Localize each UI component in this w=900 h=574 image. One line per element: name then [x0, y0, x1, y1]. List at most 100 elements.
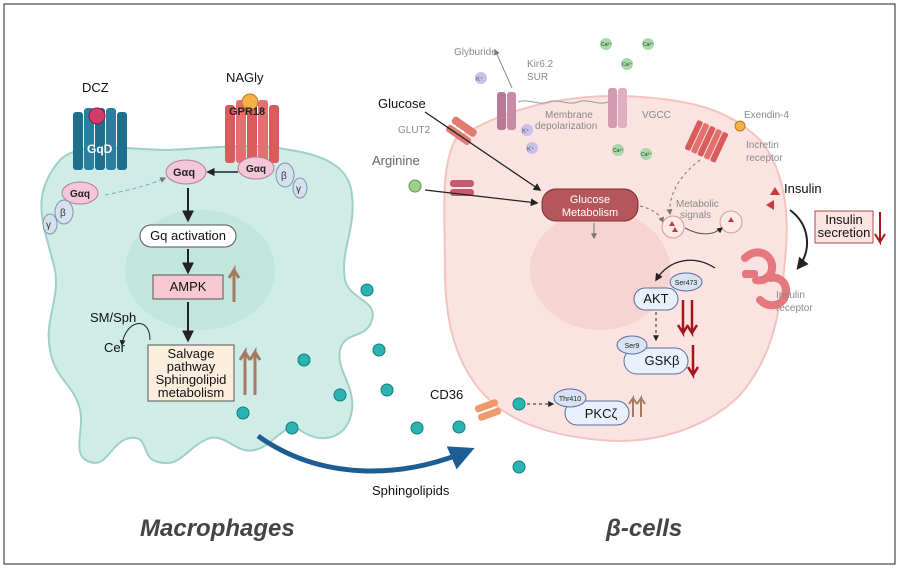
glut2-label: GLUT2: [398, 125, 431, 136]
glucose-metab-line2: Metabolism: [562, 207, 618, 219]
ca-ion-1-label: Ca²⁺: [601, 42, 612, 48]
insulin-vesicle: [661, 215, 685, 239]
insulin-receptor: [741, 248, 791, 310]
glucose-arrow: [424, 111, 542, 191]
salvage-line2: pathway: [167, 359, 216, 374]
salvage-line4: metabolism: [158, 385, 224, 400]
cd36-label: CD36: [430, 387, 463, 402]
gsk-box: [623, 347, 689, 375]
akt-label: AKT: [643, 291, 668, 306]
nagly-label: NAGly: [226, 70, 264, 85]
gaq-right-label: Gαq: [246, 164, 266, 175]
kir62-label: Kir6.2: [527, 59, 554, 70]
incretin-receptor: [684, 120, 728, 163]
macrophages-title: Macrophages: [140, 515, 295, 542]
ca-ion-4: [612, 144, 624, 156]
cd36-transporter: [474, 399, 502, 421]
sphingolipid-dot: [236, 406, 250, 420]
membrane-depol-line2: depolarization: [535, 121, 597, 132]
ca-ion-3-label: Ca²⁺: [622, 62, 633, 68]
k-ion-mid: [521, 124, 533, 136]
insulin-secretion-line1: Insulin: [825, 212, 863, 227]
beta-nucleus: [530, 210, 670, 330]
pkcz-box: [564, 400, 630, 426]
gsk-down-arrow: [686, 345, 700, 380]
insulin-triangle-top: [770, 187, 780, 195]
ampk-up-arrow: [227, 264, 241, 302]
gaq-center-protein: [165, 159, 207, 185]
vesicle-arrow: [684, 227, 723, 235]
beta-right-subunit: [275, 162, 295, 188]
insulin-secretion-box: [814, 210, 874, 244]
k-ion-top: [475, 72, 487, 84]
dashed-arrow-gqd: [104, 177, 167, 196]
dcz-label: DCZ: [82, 80, 109, 95]
vgcc-channel: [608, 88, 627, 128]
insulin-secretion-down-arrow: [874, 212, 886, 246]
arginine-transporter-top: [450, 180, 474, 187]
beta-left-label: β: [60, 208, 66, 219]
vesicle-insulin-shapes: [669, 221, 678, 232]
sm-sph-label: SM/Sph: [90, 310, 136, 325]
sphingolipid-flow-arrow: [256, 433, 475, 474]
gpr18-label: GPR18: [229, 106, 265, 118]
incretin-dashed-arrow: [666, 159, 701, 216]
glucose-metab-line1: Glucose: [570, 194, 610, 206]
salvage-box: [147, 344, 235, 402]
ca-ion-1: [600, 38, 612, 50]
receptor-to-akt-arrow: [655, 259, 716, 282]
sur-label: SUR: [527, 72, 548, 83]
beta-right-label: β: [281, 171, 287, 182]
arginine-arrow: [424, 189, 539, 207]
salvage-up-arrows: [238, 346, 262, 395]
dcz-ligand: [88, 107, 106, 125]
k-efflux-arrow: [494, 48, 513, 89]
salvage-line3: Sphingolipid: [156, 372, 227, 387]
sm-to-cer-arrow: [119, 323, 151, 347]
intracellular-sphingolipid: [512, 397, 526, 411]
ser473-badge: [669, 272, 703, 292]
thr410-badge: [553, 388, 587, 408]
ca-ion-4-label: Ca²⁺: [613, 148, 624, 154]
arginine-molecule: [408, 179, 422, 193]
glyburide-label: Glyburide: [454, 47, 497, 58]
glucose-metabolism-box: [541, 188, 639, 222]
beta-left-subunit: [54, 199, 74, 225]
sphingolipid-dot: [512, 460, 526, 474]
akt-box: [633, 287, 679, 311]
sphingolipid-dot: [372, 343, 386, 357]
exendin4-label: Exendin-4: [744, 110, 789, 121]
insulin-label: Insulin: [784, 181, 822, 196]
gsk-label: GSKβ: [645, 353, 680, 368]
glucose-label: Glucose: [378, 96, 426, 111]
arginine-label: Arginine: [372, 153, 420, 168]
gq-activation-box: [139, 224, 237, 248]
gaq-left-protein: [61, 181, 99, 205]
gq-activation-label: Gq activation: [150, 228, 226, 243]
vgcc-label: VGCC: [642, 110, 671, 121]
gaq-center-label: Gαq: [173, 167, 195, 179]
metabolic-signals-line2: signals: [680, 210, 711, 221]
sphingolipid-dot: [285, 421, 299, 435]
gamma-left-label: γ: [46, 220, 51, 231]
beta-cells-title: β-cells: [605, 515, 682, 542]
insulin-to-receptor-arrow: [789, 209, 809, 270]
ca-ion-5: [640, 148, 652, 160]
ser473-label: Ser473: [675, 280, 698, 287]
thr410-label: Thr410: [559, 396, 581, 403]
membrane-depol-line1: Membrane: [545, 110, 593, 121]
pkcz-label: PKCζ: [585, 406, 618, 421]
ser9-label: Ser9: [625, 343, 640, 350]
incretin-line1: Incretin: [746, 140, 779, 151]
insulin-secretion-line2: secretion: [818, 225, 871, 240]
metabolic-signals-line1: Metabolic: [676, 199, 719, 210]
ca-ion-5-label: Ca²⁺: [641, 152, 652, 158]
sphingolipid-dot: [333, 388, 347, 402]
akt-down-arrows: [676, 300, 699, 338]
gamma-right-label: γ: [296, 184, 301, 195]
ca-ion-2-label: Ca²⁺: [643, 42, 654, 48]
ca-ion-2: [642, 38, 654, 50]
sphingolipid-dot: [360, 283, 374, 297]
insulin-receptor-line1: Insulin: [776, 290, 805, 301]
k-ion-low-label: K⁺: [527, 146, 534, 153]
